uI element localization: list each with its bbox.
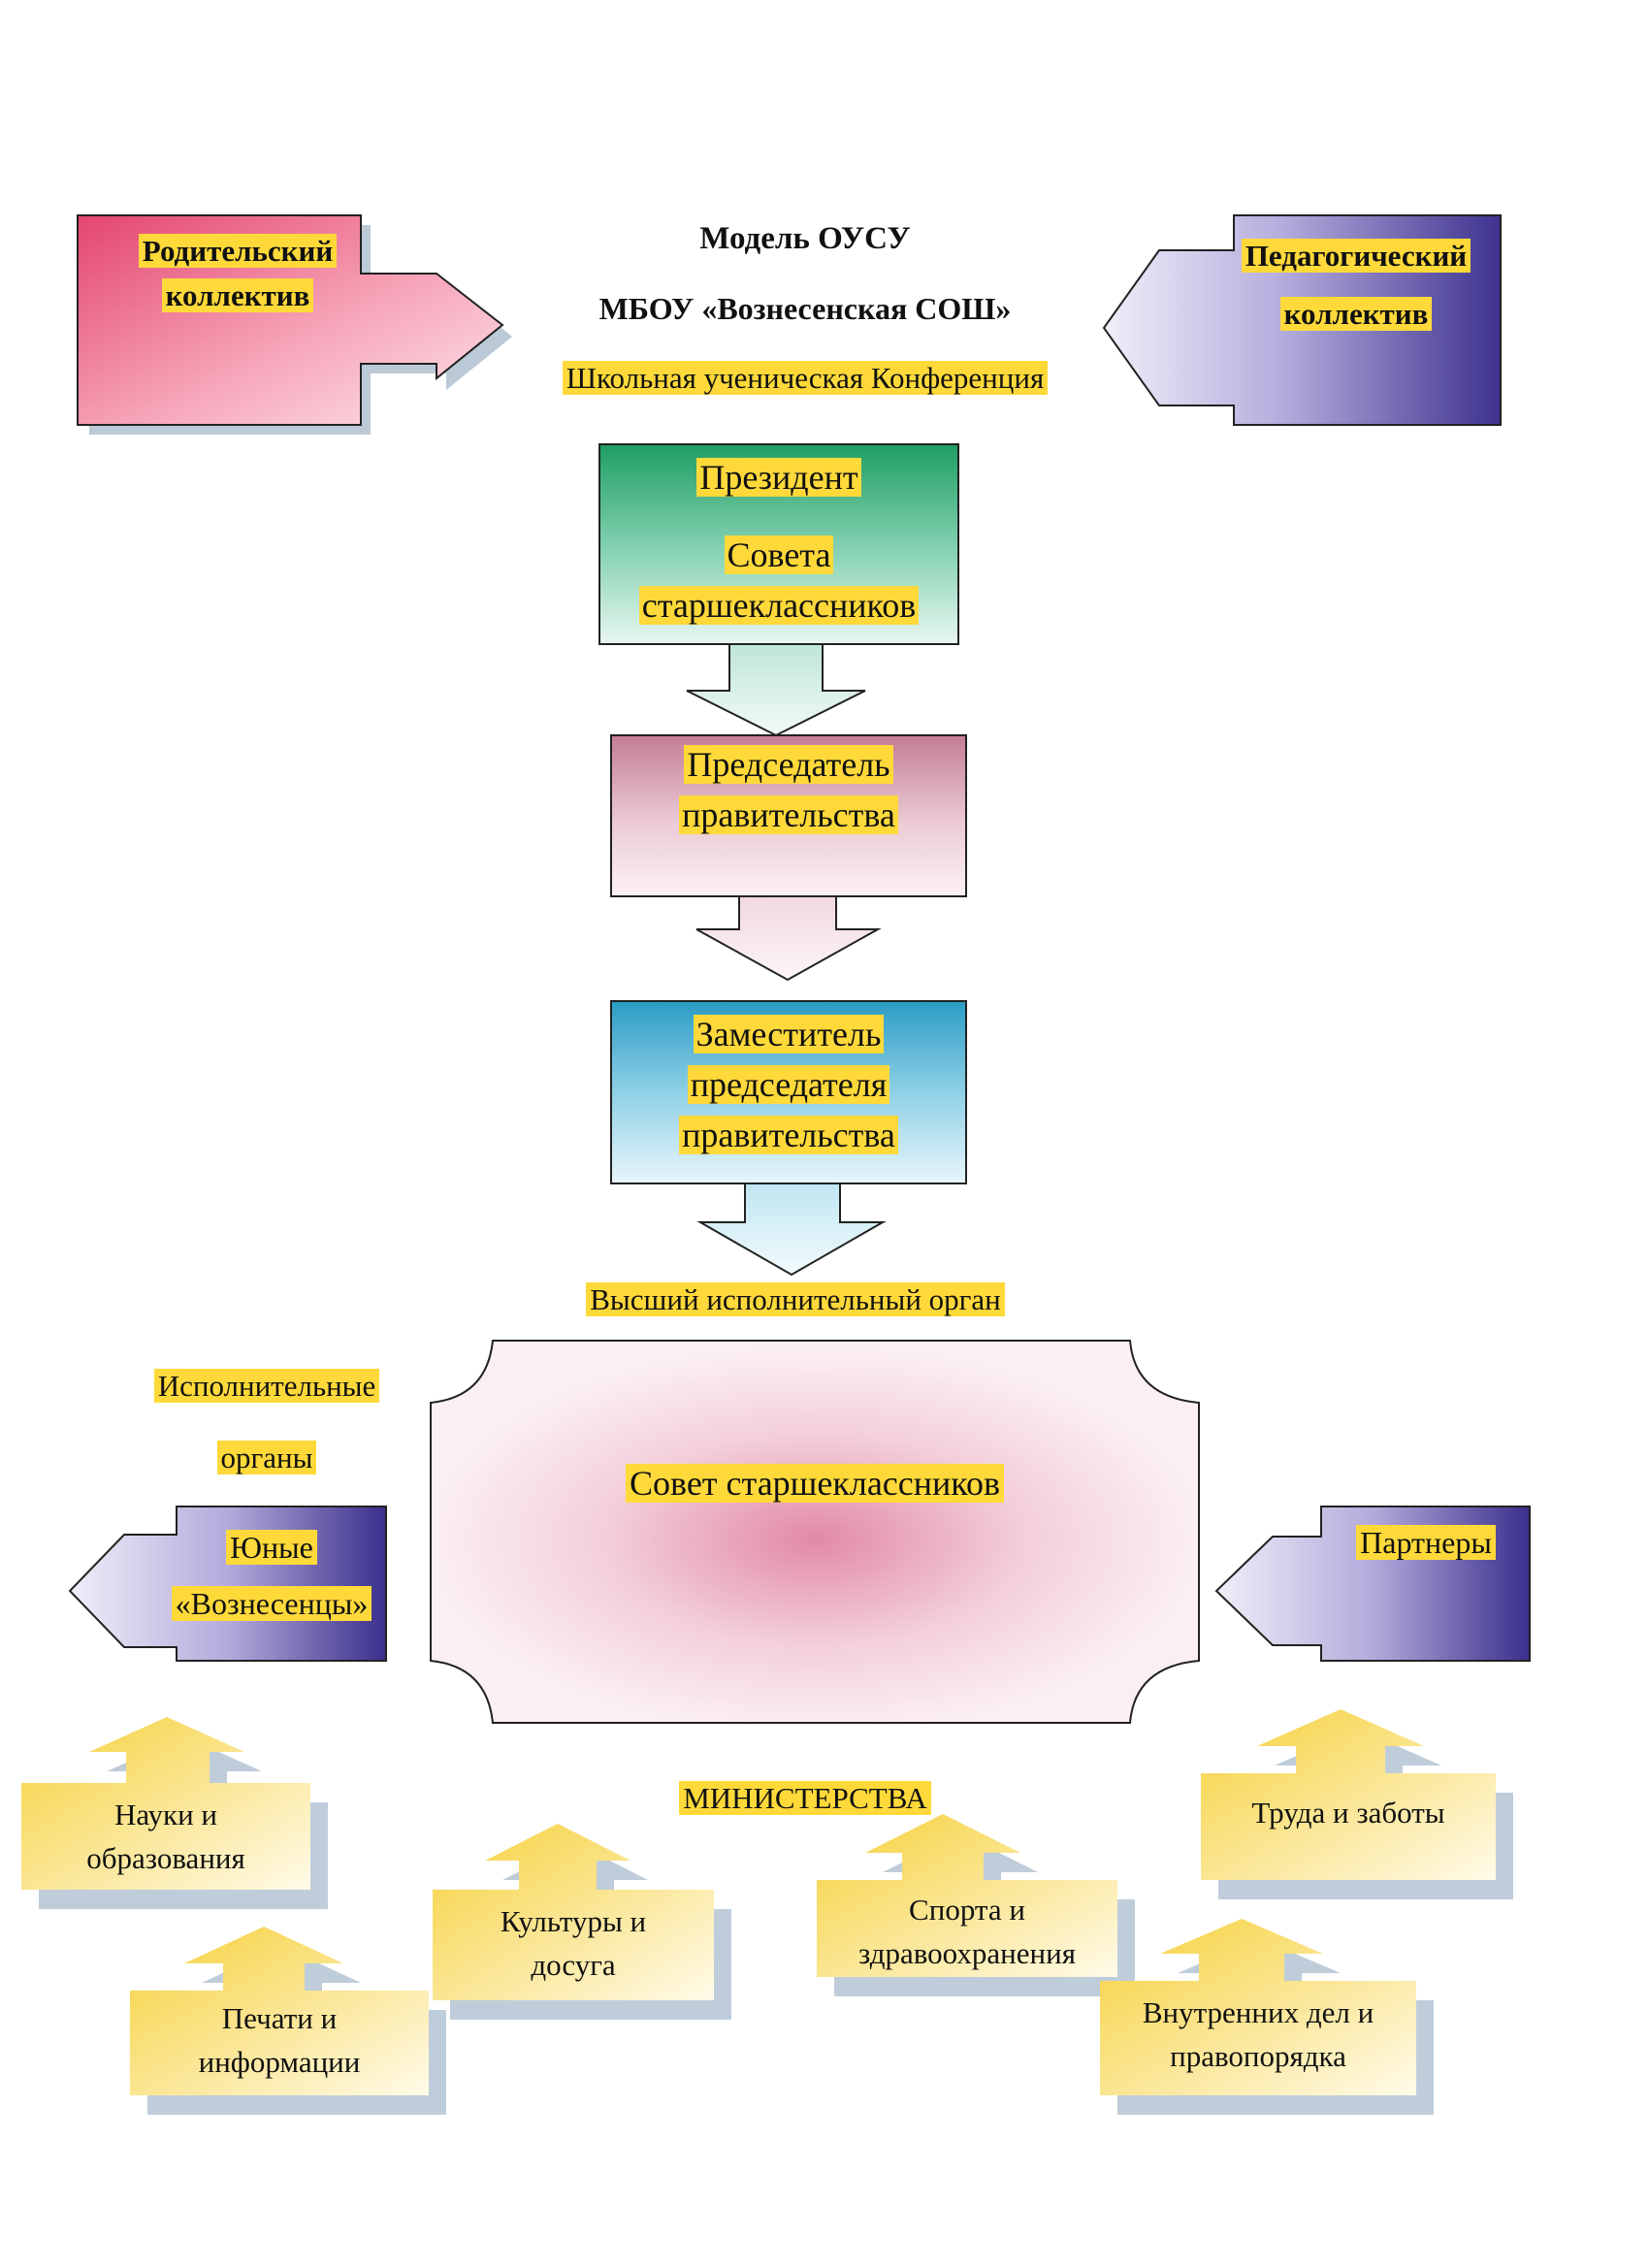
ministry-internal: Внутренних дел и правопорядка xyxy=(1100,1991,1416,2078)
ministry-culture: Культуры и досуга xyxy=(433,1899,714,1987)
arrow-deputy-to-council xyxy=(696,1183,887,1277)
ministry-shape-internal xyxy=(1100,1919,1434,2115)
chairman-line-2: правительства xyxy=(679,795,898,834)
executive-label: Высший исполнительный орган xyxy=(543,1282,1048,1317)
teachers-label: Педагогический коллектив xyxy=(1220,227,1492,343)
partners-label-text: Партнеры xyxy=(1356,1525,1496,1560)
teachers-line-2: коллектив xyxy=(1279,297,1433,331)
exec-organs-line-2: органы xyxy=(216,1441,317,1474)
ministry-sport-line-1: Спорта и xyxy=(909,1893,1025,1927)
young-label: Юные «Вознесенцы» xyxy=(155,1519,388,1632)
council-label: Совет старшеклассников xyxy=(543,1463,1086,1504)
ministry-labor-line-1: Труда и заботы xyxy=(1251,1796,1445,1830)
president-line-3: старшеклассников xyxy=(638,586,920,625)
young-line-2: «Вознесенцы» xyxy=(171,1586,372,1621)
ministry-sport-line-2: здравоохранения xyxy=(858,1936,1076,1970)
deputy-line-1: Заместитель xyxy=(693,1015,885,1053)
deputy-label: Заместитель председателя правительства xyxy=(611,1009,966,1160)
ministry-labor: Труда и заботы xyxy=(1201,1791,1496,1834)
exec-organs-label: Исполнительные органы xyxy=(136,1350,398,1494)
young-line-1: Юные xyxy=(226,1530,317,1565)
ministry-culture-line-1: Культуры и xyxy=(500,1904,647,1938)
conference-label: Школьная ученическая Конференция xyxy=(562,361,1049,395)
ministry-shape-labor xyxy=(1201,1709,1513,1899)
chairman-label: Председатель правительства xyxy=(611,739,966,840)
ministries-label: МИНИСТЕРСТВА xyxy=(640,1781,970,1816)
deputy-line-2: председателя xyxy=(687,1065,890,1104)
arrow-president-to-chairman xyxy=(686,643,866,737)
ministry-internal-line-1: Внутренних дел и xyxy=(1142,1995,1374,2029)
ministry-sport: Спорта и здравоохранения xyxy=(817,1888,1117,1975)
ministry-press: Печати и информации xyxy=(130,1996,429,2084)
chairman-line-1: Председатель xyxy=(684,745,893,784)
council-label-text: Совет старшеклассников xyxy=(626,1464,1004,1503)
title-line-1: Модель ОУСУ xyxy=(699,221,911,256)
ministry-press-line-1: Печати и xyxy=(221,2001,338,2035)
executive-label-text: Высший исполнительный орган xyxy=(586,1282,1005,1316)
ministry-press-line-2: информации xyxy=(198,2045,361,2079)
exec-organs-line-1: Исполнительные xyxy=(153,1369,380,1403)
ministries-label-text: МИНИСТЕРСТВА xyxy=(679,1781,931,1815)
title-line-3: Школьная ученическая Конференция xyxy=(538,361,1072,396)
ministry-internal-line-2: правопорядка xyxy=(1170,2039,1346,2073)
deputy-line-3: правительства xyxy=(679,1116,898,1154)
title-line-2: МБОУ «Вознесенская СОШ» xyxy=(598,291,1012,326)
president-line-2: Совета xyxy=(724,535,834,574)
president-label: Президент xyxy=(599,452,958,502)
parents-line-1: Родительский xyxy=(138,234,338,268)
ministry-shape-sport xyxy=(817,1814,1135,1996)
ministry-science-line-2: образования xyxy=(86,1841,245,1875)
ministry-science: Науки и образования xyxy=(21,1793,310,1880)
partners-label: Партнеры xyxy=(1319,1525,1533,1561)
president-line-1: Президент xyxy=(696,458,861,497)
parents-label: Родительский коллектив xyxy=(107,229,369,318)
ministry-culture-line-2: досуга xyxy=(531,1948,616,1982)
ministry-shape-science xyxy=(21,1717,328,1909)
parents-line-2: коллектив xyxy=(161,278,314,312)
president-sub-label: Совета старшеклассников xyxy=(599,530,958,631)
parents-arrow-shape xyxy=(77,214,504,426)
council-shape xyxy=(430,1340,1200,1724)
ministry-shape-culture xyxy=(433,1824,731,2020)
ministry-science-line-1: Науки и xyxy=(113,1798,218,1831)
teachers-line-1: Педагогический xyxy=(1241,239,1471,273)
ministry-shape-press xyxy=(130,1927,446,2115)
arrow-chairman-to-deputy xyxy=(695,895,882,982)
